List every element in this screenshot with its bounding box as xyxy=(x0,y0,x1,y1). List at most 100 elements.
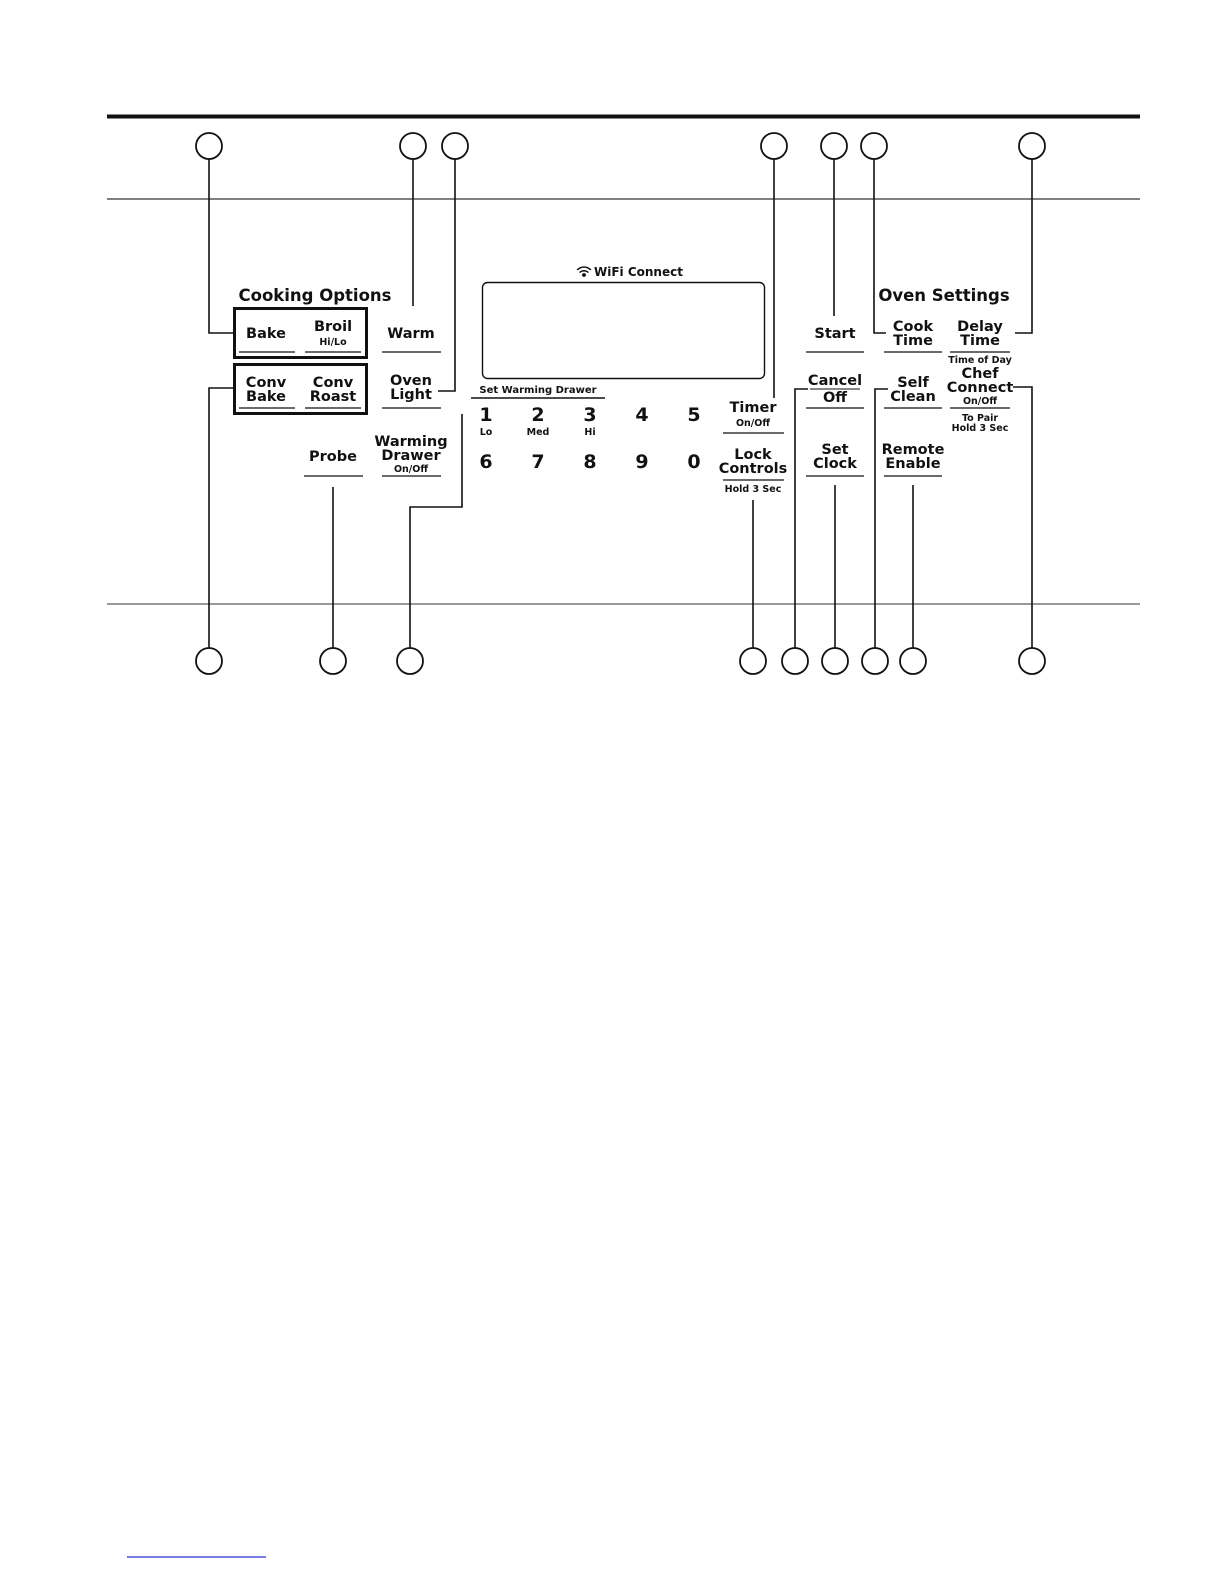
oven-light-button[interactable]: Oven Light xyxy=(382,373,441,409)
oven-light-label-2: Light xyxy=(390,387,432,403)
key-1-label: 1 xyxy=(479,404,492,426)
callout-circle xyxy=(319,647,347,675)
conv-roast-button[interactable]: Conv Roast xyxy=(305,375,361,409)
callout-circle xyxy=(781,647,809,675)
set-clock-label-1: Set xyxy=(821,442,848,458)
key-4-label: 4 xyxy=(635,404,648,426)
timer-label: Timer xyxy=(730,400,778,416)
key-6-label: 6 xyxy=(479,451,492,473)
conv-bake-button[interactable]: Conv Bake xyxy=(239,375,295,409)
set-clock-label-2: Clock xyxy=(813,456,857,472)
conv-group-box xyxy=(233,363,368,415)
bake-label: Bake xyxy=(246,326,286,342)
key-5[interactable]: 5 xyxy=(687,404,700,426)
conv-roast-label-1: Conv xyxy=(313,375,354,391)
display-window xyxy=(481,281,766,380)
callout-circle xyxy=(899,647,927,675)
lock-controls-label-1: Lock xyxy=(734,447,772,463)
keypad: 1 Lo 2 Med 3 Hi 4 5 6 7 8 9 0 xyxy=(479,404,700,473)
key-3-label: 3 xyxy=(583,404,596,426)
callout-circles-bottom xyxy=(195,647,1046,675)
cook-time-button[interactable]: Cook Time xyxy=(884,319,942,353)
callout-circle xyxy=(195,647,223,675)
wifi-connect-label: WiFi Connect xyxy=(594,265,683,279)
broil-label: Broil xyxy=(314,319,352,335)
to-pair-label-1: To Pair xyxy=(962,413,998,424)
callout-circle xyxy=(760,132,788,160)
delay-time-button[interactable]: Delay Time Time of Day xyxy=(948,319,1012,366)
callout-circle xyxy=(1018,647,1046,675)
cook-time-label-2: Time xyxy=(893,333,933,349)
oven-light-label-1: Oven xyxy=(390,373,432,389)
timer-sub-label: On/Off xyxy=(736,418,770,429)
callout-circle xyxy=(860,132,888,160)
off-label: Off xyxy=(823,390,847,406)
to-pair-label-2: Hold 3 Sec xyxy=(952,423,1009,434)
key-2[interactable]: 2 Med xyxy=(527,404,550,438)
warming-drawer-label-1: Warming xyxy=(374,434,447,450)
set-warming-drawer-label: Set Warming Drawer xyxy=(479,385,596,396)
probe-button[interactable]: Probe xyxy=(304,449,363,477)
conv-bake-label-1: Conv xyxy=(246,375,287,391)
bake-broil-group-box xyxy=(233,307,368,359)
warm-button[interactable]: Warm xyxy=(382,326,441,353)
callout-circle xyxy=(861,647,889,675)
key-4[interactable]: 4 xyxy=(635,404,648,426)
warm-label: Warm xyxy=(387,326,435,342)
start-button[interactable]: Start xyxy=(806,326,864,353)
start-label: Start xyxy=(814,326,855,342)
key-3[interactable]: 3 Hi xyxy=(583,404,596,438)
callout-circle xyxy=(399,132,427,160)
chef-connect-sub-label: On/Off xyxy=(963,396,997,407)
callout-circle xyxy=(195,132,223,160)
cook-time-label-1: Cook xyxy=(893,319,934,335)
key-0[interactable]: 0 xyxy=(687,451,700,473)
conv-bake-label-2: Bake xyxy=(246,389,286,405)
key-0-label: 0 xyxy=(687,451,700,473)
conv-roast-label-2: Roast xyxy=(310,389,357,405)
key-5-label: 5 xyxy=(687,404,700,426)
key-1[interactable]: 1 Lo xyxy=(479,404,492,438)
chef-connect-button[interactable]: Chef Connect On/Off To Pair Hold 3 Sec xyxy=(947,366,1014,434)
chef-connect-label-2: Connect xyxy=(947,380,1014,396)
callout-circle xyxy=(820,132,848,160)
callout-circles-top xyxy=(195,132,1046,160)
set-clock-button[interactable]: Set Clock xyxy=(806,442,864,477)
warming-drawer-button[interactable]: Warming Drawer On/Off xyxy=(374,434,448,477)
key-2-sub-label: Med xyxy=(527,427,550,438)
timer-button[interactable]: Timer On/Off xyxy=(723,400,784,434)
leader-lines xyxy=(208,159,1033,648)
key-3-sub-label: Hi xyxy=(584,427,595,438)
time-of-day-label: Time of Day xyxy=(948,355,1012,366)
key-6[interactable]: 6 xyxy=(479,451,492,473)
key-9[interactable]: 9 xyxy=(635,451,648,473)
lock-controls-sub-label: Hold 3 Sec xyxy=(725,484,782,495)
warming-drawer-sub-label: On/Off xyxy=(394,464,428,475)
callout-circle xyxy=(739,647,767,675)
remote-enable-button[interactable]: Remote Enable xyxy=(882,442,945,477)
warming-drawer-label-2: Drawer xyxy=(381,448,441,464)
lock-controls-button[interactable]: Lock Controls Hold 3 Sec xyxy=(719,447,788,495)
key-7-label: 7 xyxy=(531,451,544,473)
delay-time-label-2: Time xyxy=(960,333,1000,349)
key-8[interactable]: 8 xyxy=(583,451,596,473)
delay-time-label-1: Delay xyxy=(957,319,1003,335)
callout-circle xyxy=(1018,132,1046,160)
callout-circle xyxy=(441,132,469,160)
self-clean-label-1: Self xyxy=(897,375,929,391)
key-7[interactable]: 7 xyxy=(531,451,544,473)
key-9-label: 9 xyxy=(635,451,648,473)
remote-enable-label-2: Enable xyxy=(885,456,940,472)
key-2-label: 2 xyxy=(531,404,544,426)
cooking-options-header: Cooking Options xyxy=(239,286,392,305)
bake-button[interactable]: Bake xyxy=(239,326,295,353)
self-clean-button[interactable]: Self Clean xyxy=(884,375,942,409)
callout-circle xyxy=(396,647,424,675)
key-8-label: 8 xyxy=(583,451,596,473)
remote-enable-label-1: Remote xyxy=(882,442,945,458)
oven-settings-header: Oven Settings xyxy=(878,286,1010,305)
cancel-label: Cancel xyxy=(808,373,862,389)
cancel-off-button[interactable]: Cancel Off xyxy=(806,373,864,409)
self-clean-label-2: Clean xyxy=(890,389,936,405)
broil-button[interactable]: Broil Hi/Lo xyxy=(305,319,361,353)
